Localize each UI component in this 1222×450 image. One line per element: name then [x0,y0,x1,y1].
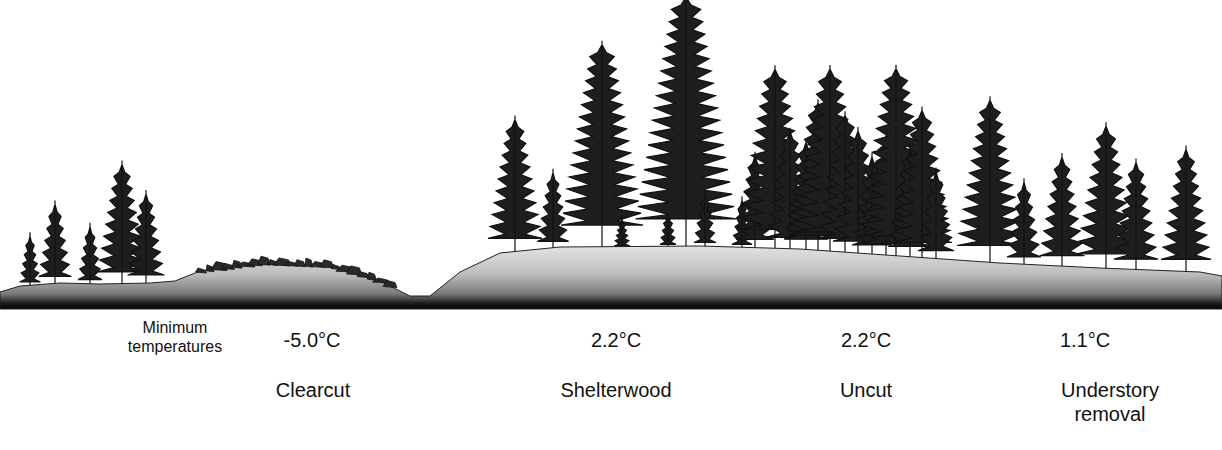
conifer-tree [488,116,542,255]
ground-profile [0,246,1222,309]
conifer-tree [614,216,630,250]
row-heading: Minimum temperatures [110,318,240,356]
slash-debris [196,268,207,273]
conifer-tree [1114,158,1158,272]
temperature-value: 1.1°C [1025,328,1145,352]
treatment-name: Shelterwood [536,378,696,402]
treatment-name: Uncut [806,378,926,402]
logging-slash [196,256,398,287]
conifer-trees [20,0,1211,288]
slash-debris [368,272,377,280]
slash-debris [357,272,369,278]
conifer-tree [1007,178,1041,267]
slash-debris [383,281,397,288]
slash-debris [258,256,270,265]
conifer-tree [561,41,643,250]
conifer-tree [694,190,716,249]
conifer-tree [918,168,954,262]
temperature-value: -5.0°C [252,328,372,352]
conifer-tree [20,232,41,288]
treatment-name: Clearcut [243,378,383,402]
conifer-tree [537,169,568,251]
conifer-tree [1161,145,1211,274]
temperature-value: 2.2°C [556,328,676,352]
conifer-tree [957,96,1023,265]
temperature-value: 2.2°C [806,328,926,352]
conifer-tree [39,200,72,286]
slash-debris [295,260,306,267]
conifer-tree [1040,153,1085,269]
conifer-tree [636,0,737,249]
treatment-name: Understory removal [1045,378,1175,426]
conifer-tree [78,223,102,287]
conifer-tree [128,190,165,286]
